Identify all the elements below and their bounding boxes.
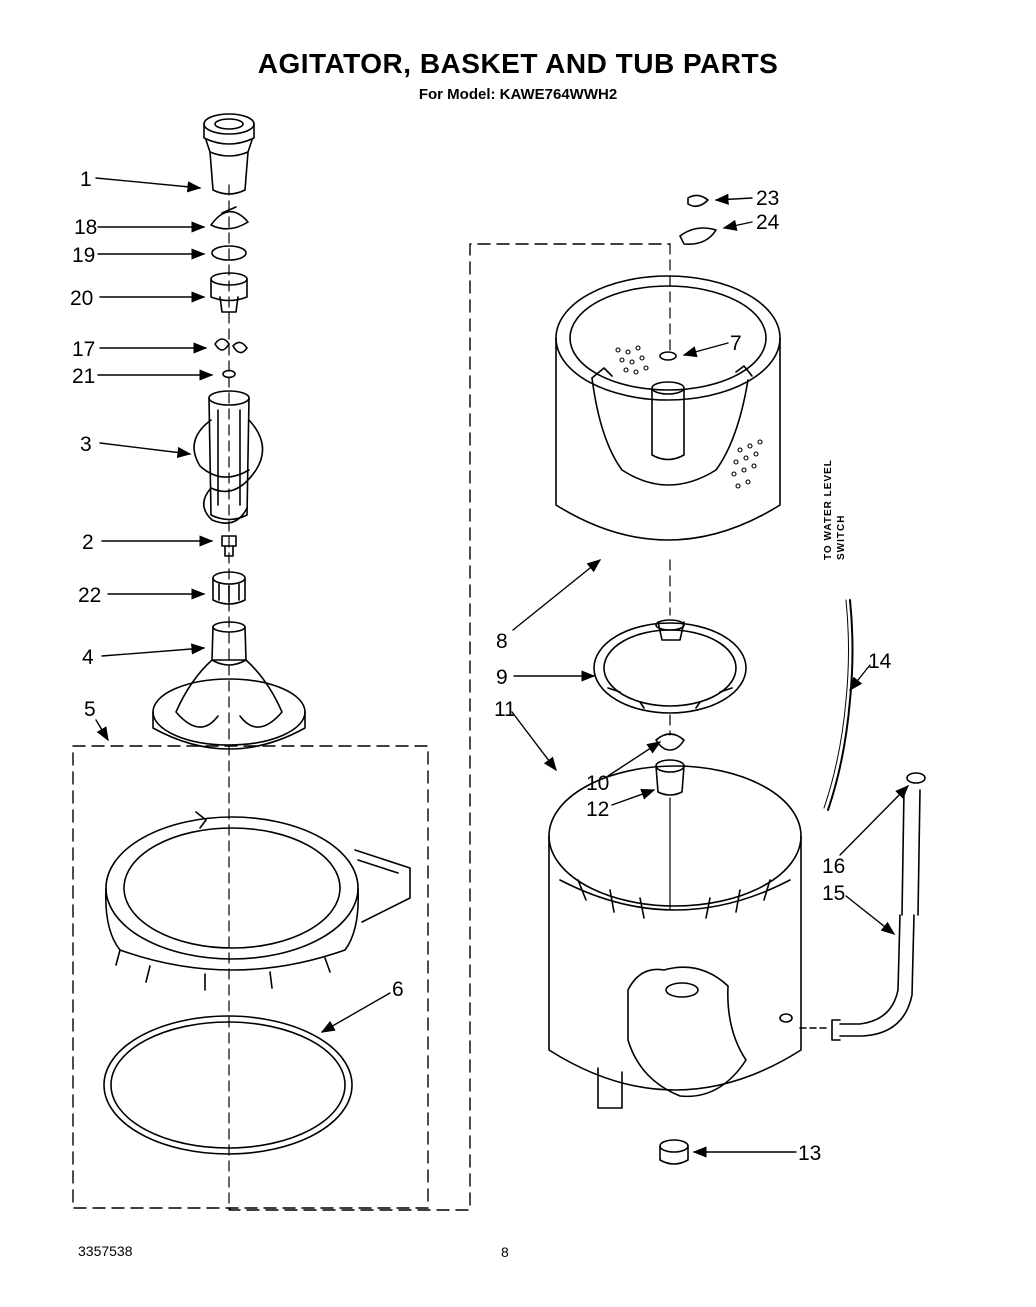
label-1: 1 [80,168,92,191]
label-11: 11 [494,698,516,721]
label-13: 13 [798,1142,821,1165]
label-9: 9 [496,666,508,689]
label-12: 12 [586,798,609,821]
label-5: 5 [84,698,96,721]
page-number: 8 [501,1244,509,1260]
tub-ring-part [104,811,411,991]
agitator-cap-part [203,113,255,195]
drive-bell-part [212,571,246,605]
outer-tub-part [548,765,802,1109]
label-23: 23 [756,187,779,210]
label-2: 2 [82,531,94,554]
dashed-connector-line [229,243,671,1211]
document-number: 3357538 [78,1243,133,1259]
label-19: 19 [72,244,95,267]
basket-part [555,275,781,541]
label-24: 24 [756,211,780,234]
leader-lines [95,177,909,1158]
tub-gasket-part [103,1015,353,1155]
label-16: 16 [822,855,845,878]
label-15: 15 [822,882,845,905]
label-6: 6 [392,978,404,1001]
water-level-switch-note: TO WATER LEVEL SWITCH [822,459,848,560]
drain-hose-part [799,789,921,1041]
label-10: 10 [586,772,609,795]
seal-cap-part [210,206,249,230]
part-number-labels: 1 18 19 20 17 21 3 2 22 4 5 6 23 24 7 8 … [70,168,892,1165]
agitator-barrel-part [193,390,264,524]
agitator-base-part [152,621,306,750]
basket-holes-pattern [615,345,763,489]
bolt-part [221,535,237,557]
spring-clip-part [679,227,717,246]
clip-part [687,194,709,208]
o-ring-part [211,245,247,261]
side-note-line-2: SWITCH [836,514,847,560]
tub-ring-assembly-box [72,745,429,1209]
page-title: AGITATOR, BASKET AND TUB PARTS [257,48,779,79]
hose-clamp-part [906,772,926,784]
hub-plate-part [593,619,747,714]
label-7: 7 [730,332,742,355]
cam-part [210,272,248,313]
label-4: 4 [82,646,94,669]
label-8: 8 [496,630,508,653]
label-20: 20 [70,287,93,310]
small-ring-part [222,369,236,379]
model-subtitle: For Model: KAWE764WWH2 [418,86,618,103]
label-17: 17 [72,338,95,361]
drain-plug-part [659,1139,689,1165]
label-3: 3 [80,433,92,456]
side-note-line-1: TO WATER LEVEL [823,459,834,560]
pressure-hose-part [827,599,854,811]
label-21: 21 [72,365,95,388]
label-22: 22 [78,584,101,607]
dog-part [214,338,248,354]
snap-ring-part [655,733,685,751]
label-14: 14 [868,650,892,673]
label-18: 18 [74,216,97,239]
